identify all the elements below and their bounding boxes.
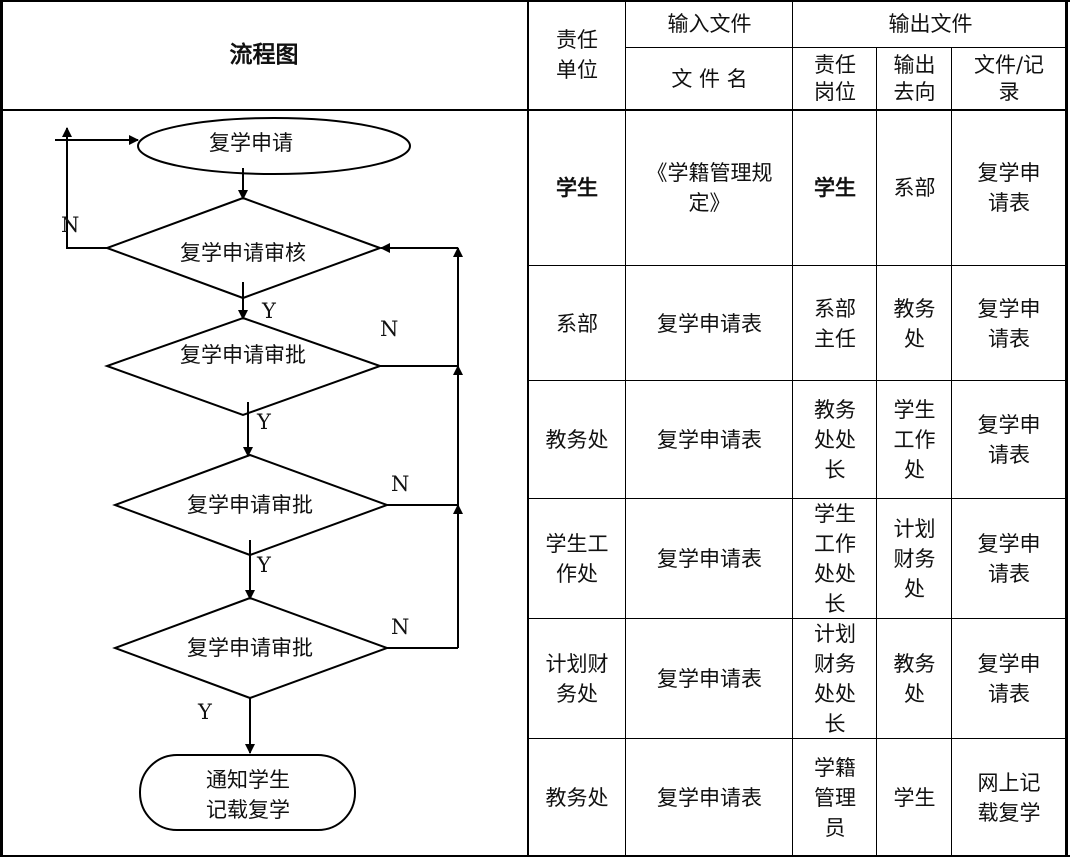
border xyxy=(528,498,1068,499)
row-post-cell: 学籍 管理 员 xyxy=(814,756,856,840)
border xyxy=(528,265,1068,266)
n-label: N xyxy=(380,317,398,341)
row-unit-cell: 教务处 xyxy=(545,428,609,452)
n-label: N xyxy=(391,615,409,639)
output-record-header: 文件/记 录 xyxy=(973,53,1045,104)
border xyxy=(0,0,3,857)
border xyxy=(0,109,1068,111)
border xyxy=(951,48,952,857)
row-dest-cell: 计划 财务 处 xyxy=(893,517,936,601)
row-dest-cell: 教务 处 xyxy=(893,296,936,351)
row-record-cell: 复学申 请表 xyxy=(977,296,1041,351)
input-group-header: 输入文件 xyxy=(667,12,752,36)
border xyxy=(528,738,1068,739)
row-unit-cell: 系部 xyxy=(556,311,598,336)
start-label: 复学申请 xyxy=(209,131,293,155)
row-record-cell: 复学申 请表 xyxy=(977,532,1041,586)
row-dest-cell: 学生 工作 处 xyxy=(893,398,936,482)
row-record-cell: 网上记 载复学 xyxy=(977,771,1041,825)
n-label: N xyxy=(61,213,79,237)
reject-loop-arrow xyxy=(62,127,107,249)
row-unit-cell: 教务处 xyxy=(545,786,609,810)
row-post-cell: 教务 处处 长 xyxy=(814,398,856,482)
row-file-cell: 《学籍管理规 定》 xyxy=(646,161,773,215)
flowchart: 复学申请 复学申请审核 复学申请审批 复学申请审批 复学申请审批 通知学生 记载… xyxy=(55,117,463,831)
end-terminal xyxy=(139,754,356,831)
approve-1-label: 复学申请审批 xyxy=(180,343,306,367)
y-label: Y xyxy=(256,410,272,434)
end-label-2: 记载复学 xyxy=(206,798,290,822)
row-post-cell: 系部 主任 xyxy=(814,296,856,351)
row-record-cell: 复学申 请表 xyxy=(977,652,1041,706)
review-label: 复学申请审核 xyxy=(180,241,306,265)
row-file-cell: 复学申请表 xyxy=(657,547,762,571)
start-ellipse xyxy=(137,117,411,175)
y-label: Y xyxy=(261,299,277,323)
row-post-cell: 学生 xyxy=(814,175,856,200)
row-post-cell: 学生 工作 处处 长 xyxy=(814,502,856,616)
border xyxy=(0,855,1070,857)
approve-3-label: 复学申请审批 xyxy=(187,636,313,660)
approve-2-label: 复学申请审批 xyxy=(187,493,313,517)
end-label-1: 通知学生 xyxy=(206,768,290,792)
border xyxy=(527,0,529,857)
output-post-header: 责任 岗位 xyxy=(814,53,856,104)
row-file-cell: 复学申请表 xyxy=(657,786,762,810)
border xyxy=(0,0,1070,2)
n-label: N xyxy=(391,472,409,496)
row-file-cell: 复学申请表 xyxy=(657,311,762,336)
row-file-cell: 复学申请表 xyxy=(657,428,762,452)
unit-header: 责任 单位 xyxy=(556,28,598,82)
y-label: Y xyxy=(197,700,213,724)
border xyxy=(625,0,626,857)
output-dest-header: 输出 去向 xyxy=(893,53,936,104)
input-name-header: 文 件 名 xyxy=(671,67,748,91)
output-group-header: 输出文件 xyxy=(888,12,973,36)
flowchart-header: 流程图 xyxy=(229,41,299,68)
row-dest-cell: 学生 xyxy=(893,786,936,810)
decision-approve-1 xyxy=(104,316,383,417)
row-dest-cell: 系部 xyxy=(893,176,936,200)
border xyxy=(876,48,877,857)
border xyxy=(528,618,1068,619)
border xyxy=(528,380,1068,381)
row-record-cell: 复学申 请表 xyxy=(977,161,1041,215)
row-unit-cell: 学生工 作处 xyxy=(545,532,609,586)
row-unit-cell: 学生 xyxy=(556,175,598,200)
row-file-cell: 复学申请表 xyxy=(657,667,762,691)
row-unit-cell: 计划财 务处 xyxy=(545,652,609,706)
y-label: Y xyxy=(256,553,272,577)
row-dest-cell: 教务 处 xyxy=(893,652,936,706)
border xyxy=(792,0,793,857)
border xyxy=(626,47,1068,48)
border xyxy=(1065,0,1068,857)
row-post-cell: 计划 财务 处处 长 xyxy=(814,622,856,736)
row-record-cell: 复学申 请表 xyxy=(977,413,1041,467)
